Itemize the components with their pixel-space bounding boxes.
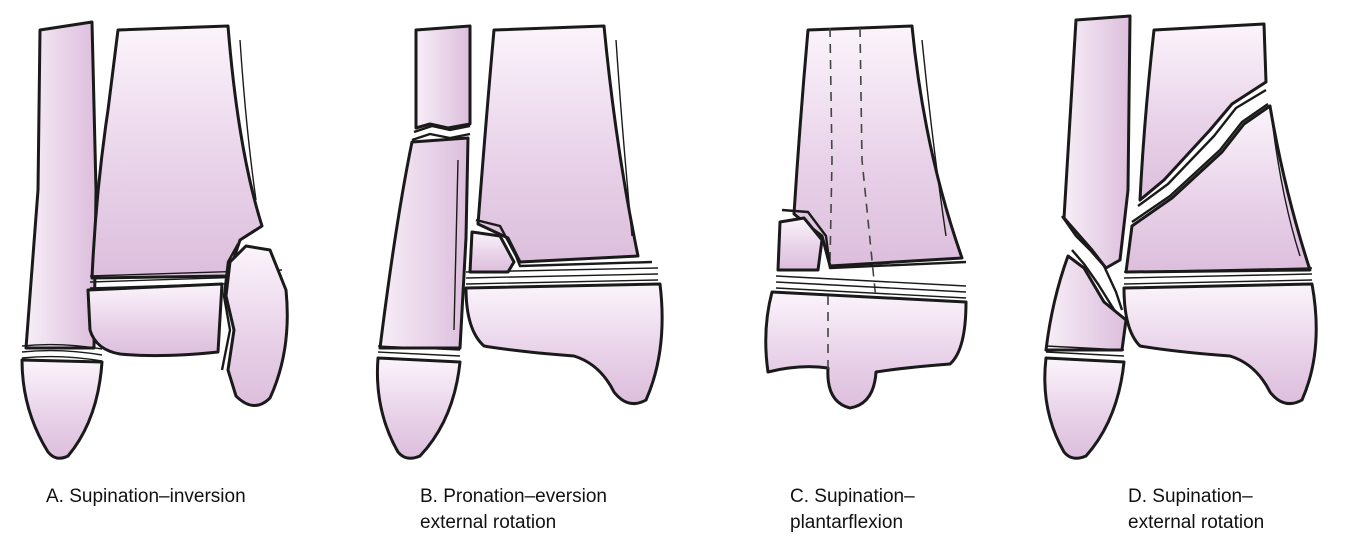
- caption-panel-d-line-1: D. Supination–: [1128, 486, 1253, 507]
- panel-d-fibula-upper: [1062, 14, 1132, 270]
- panel-d-tibia-lower: [1124, 104, 1312, 274]
- panel-b-tibia-metaphysis: [476, 24, 640, 264]
- panel-d-fibula-lower: [1044, 254, 1128, 352]
- ankle-fracture-diagram: [20, 14, 1318, 460]
- panel-d-tibia-upper: [1138, 22, 1268, 202]
- panel-b-illustration: [375, 24, 664, 460]
- caption-panel-b: B. Pronation–eversion external rotation: [420, 484, 607, 536]
- caption-panel-d: D. Supination– external rotation: [1128, 484, 1264, 536]
- panel-c-tibia-epiphysis: [764, 290, 968, 410]
- caption-panel-c-line-1: C. Supination–: [790, 486, 915, 507]
- panel-d-tibia-epiphysis: [1122, 282, 1318, 406]
- caption-panel-c-line-2: plantarflexion: [790, 512, 904, 533]
- caption-panel-d-line-2: external rotation: [1128, 512, 1265, 533]
- panel-d-lateral-malleolus: [1043, 356, 1126, 460]
- caption-panel-b-line-1: B. Pronation–eversion: [420, 486, 607, 507]
- panel-c-posterior-fragment: [776, 216, 824, 272]
- caption-panel-a: A. Supination–inversion: [46, 484, 246, 510]
- panel-a-fibula-shaft: [24, 20, 98, 350]
- panel-b-fibula-upper: [414, 24, 472, 130]
- panel-a-medial-malleolus-fragment: [224, 244, 289, 407]
- panel-b-lateral-malleolus: [375, 356, 462, 460]
- caption-panel-b-line-2: external rotation: [420, 512, 557, 533]
- panel-a-tibia-epiphysis: [86, 282, 224, 358]
- caption-panel-c: C. Supination– plantarflexion: [790, 484, 915, 536]
- panel-b-metaphyseal-fragment: [468, 230, 516, 274]
- panel-b-tibia-epiphysis: [464, 282, 664, 406]
- panel-a-lateral-malleolus: [20, 358, 104, 460]
- panel-a-tibia-metaphysis: [90, 24, 264, 280]
- panel-d-illustration: [1043, 14, 1318, 460]
- panel-c-tibia-metaphysis: [792, 24, 964, 268]
- caption-panel-a-line-1: A. Supination–inversion: [46, 486, 246, 507]
- panel-a-illustration: [20, 20, 289, 460]
- panel-c-illustration: [764, 24, 968, 410]
